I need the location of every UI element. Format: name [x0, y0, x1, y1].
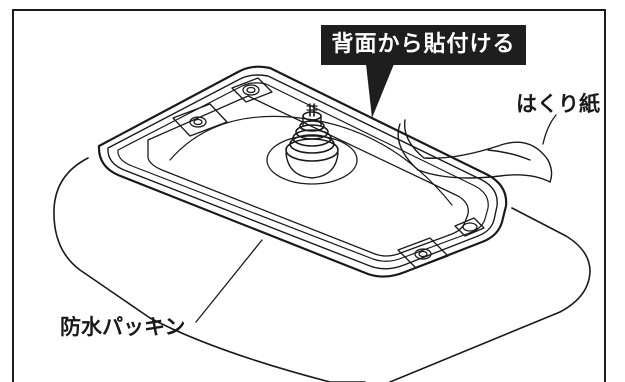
release-paper-label: はくり紙 [516, 92, 600, 116]
center-connector [266, 103, 358, 185]
release-paper-leader [542, 114, 557, 145]
frame-border [12, 9, 606, 382]
waterproof-packing-label: 防水パッキン [60, 315, 186, 339]
packing-leader [195, 239, 263, 323]
back-attach-callout: 背面から貼付ける [321, 25, 526, 65]
callout-pointer [366, 64, 394, 118]
mounting-surface [53, 157, 591, 382]
release-paper [397, 119, 553, 183]
mounting-holes [172, 77, 485, 269]
waterproof-packing [97, 65, 508, 278]
inner-panel [147, 95, 469, 257]
